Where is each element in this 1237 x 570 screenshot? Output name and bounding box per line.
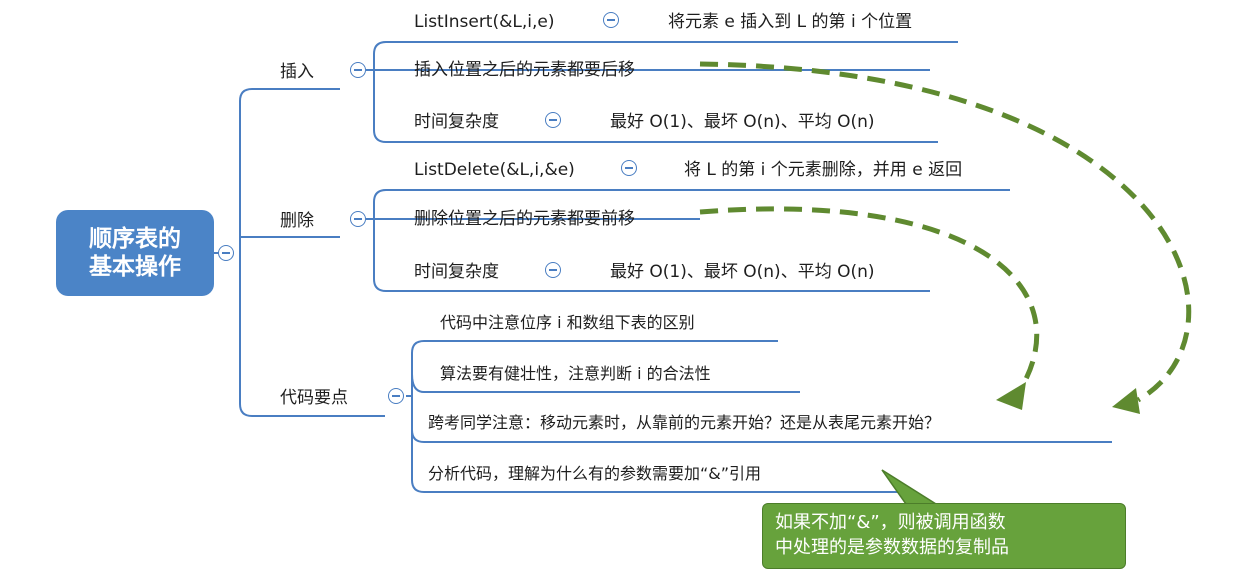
key-point-item[interactable]: 算法要有健壮性，注意判断 i 的合法性: [440, 364, 711, 383]
minus-circle-icon[interactable]: [350, 62, 366, 78]
arrow-delete-to-tip: [699, 206, 1040, 392]
root-title-line-2: 基本操作: [89, 254, 181, 280]
dashed-arrows: [699, 61, 1192, 403]
insert-connectors: [366, 41, 938, 143]
arrow-head-delete: [996, 382, 1026, 410]
minus-circle-icon[interactable]: [621, 160, 637, 176]
key-points-connectors: [406, 340, 1112, 493]
root-trunk: [239, 88, 385, 417]
minus-circle-icon[interactable]: [545, 262, 561, 278]
root-title-line-1: 顺序表的: [89, 226, 181, 252]
callout-pointer: [881, 469, 939, 505]
branch-delete-label[interactable]: 删除: [280, 211, 314, 231]
arrow-head-insert: [1112, 388, 1140, 414]
branch-insert-label[interactable]: 插入: [280, 62, 314, 82]
arrow-insert-to-tip: [699, 61, 1192, 403]
minus-circle-icon[interactable]: [350, 211, 366, 227]
delete-move-label[interactable]: 删除位置之后的元素都要前移: [414, 209, 635, 229]
minus-circle-icon[interactable]: [388, 388, 404, 404]
root-node[interactable]: 顺序表的 基本操作: [56, 210, 214, 296]
branch-key-points-label[interactable]: 代码要点: [280, 388, 348, 408]
complexity-connectors: [560, 141, 596, 292]
insert-api-label[interactable]: ListInsert(&L,i,e): [414, 12, 555, 32]
delete-complexity-label[interactable]: 时间复杂度: [414, 262, 499, 282]
insert-complexity-desc[interactable]: 最好 O(1)、最坏 O(n)、平均 O(n): [610, 112, 875, 132]
key-point-item[interactable]: 代码中注意位序 i 和数组下表的区别: [440, 313, 695, 332]
minus-circle-icon[interactable]: [603, 12, 619, 28]
minus-circle-icon[interactable]: [545, 112, 561, 128]
delete-connectors: [366, 189, 930, 292]
callout-line-2: 中处理的是参数数据的复制品: [775, 537, 1009, 558]
insert-move-label[interactable]: 插入位置之后的元素都要后移: [414, 60, 635, 80]
delete-complexity-desc[interactable]: 最好 O(1)、最坏 O(n)、平均 O(n): [610, 262, 875, 282]
insert-complexity-label[interactable]: 时间复杂度: [414, 112, 499, 132]
delete-api-label[interactable]: ListDelete(&L,i,&e): [414, 160, 575, 180]
key-point-item[interactable]: 跨考同学注意：移动元素时，从靠前的元素开始？还是从表尾元素开始？: [428, 413, 941, 432]
branch-lines: [214, 41, 1112, 493]
insert-api-desc[interactable]: 将元素 e 插入到 L 的第 i 个位置: [668, 12, 913, 32]
key-point-item[interactable]: 分析代码，理解为什么有的参数需要加“&”引用: [428, 464, 762, 483]
delete-api-desc[interactable]: 将 L 的第 i 个元素删除，并用 e 返回: [684, 160, 963, 180]
arrow-heads: [996, 382, 1140, 414]
minus-circle-icon[interactable]: [218, 245, 234, 261]
callout-note: 如果不加“&”，则被调用函数 中处理的是参数数据的复制品: [762, 503, 1126, 569]
callout-line-1: 如果不加“&”，则被调用函数: [775, 512, 1006, 533]
callout-tail: [881, 469, 939, 505]
